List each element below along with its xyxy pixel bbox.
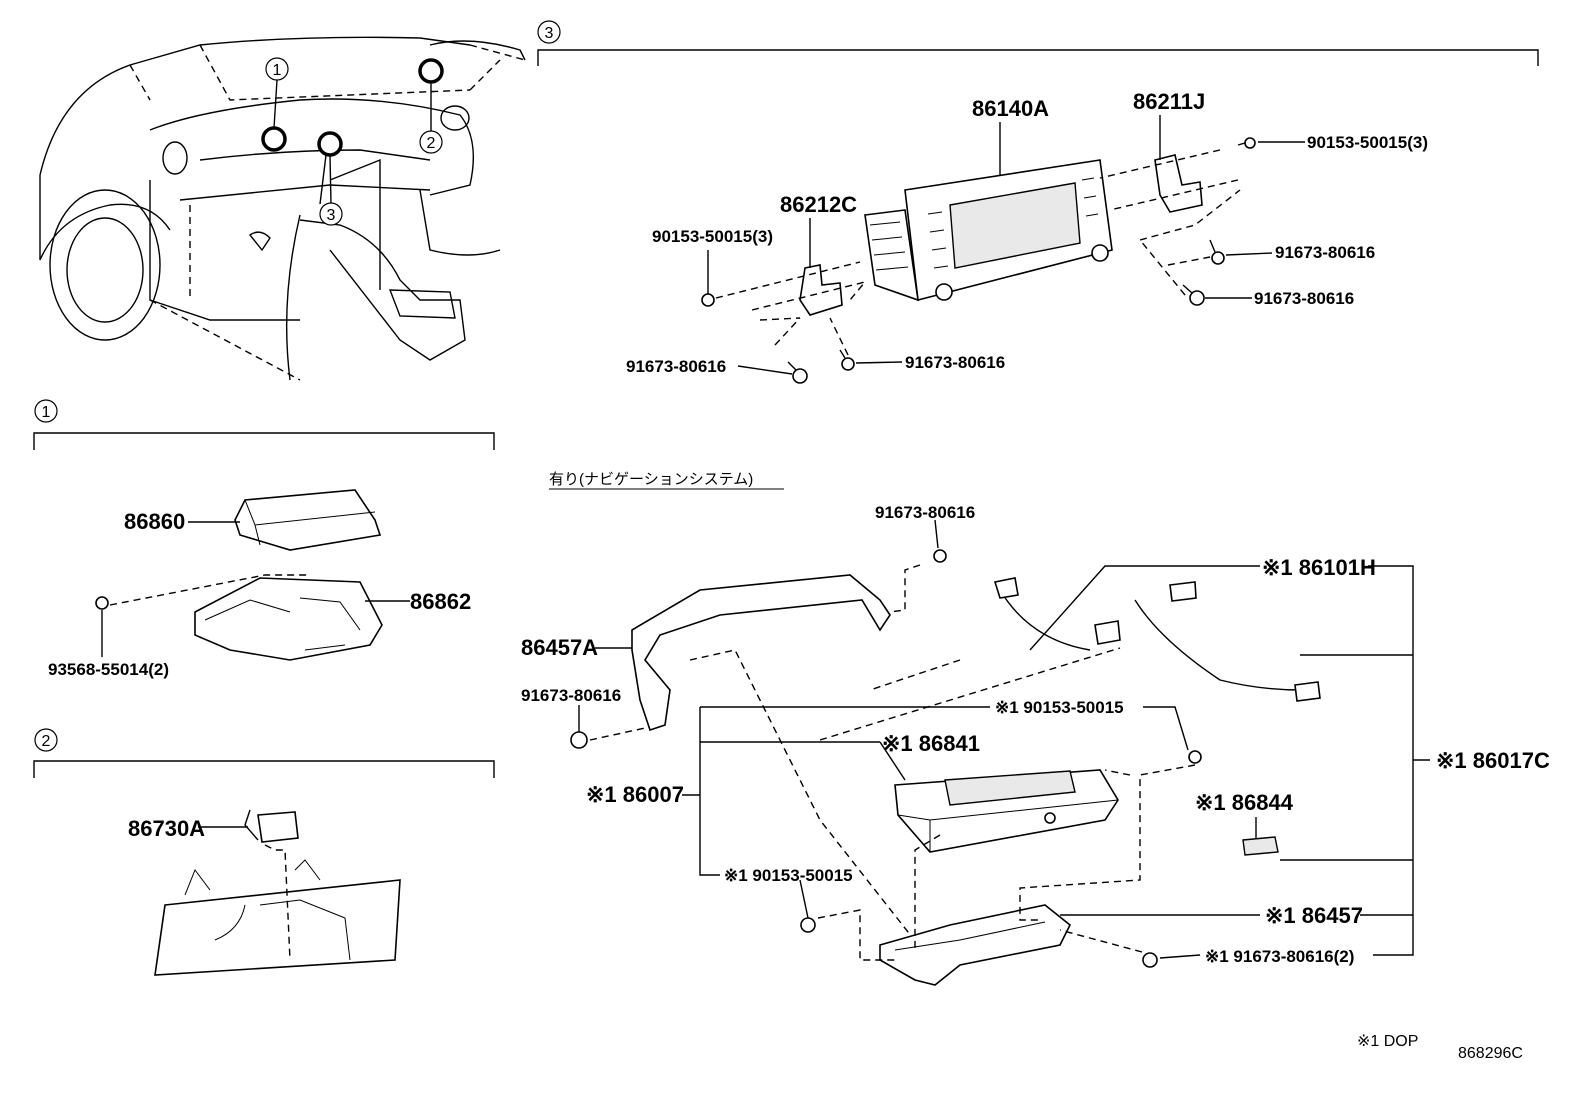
label-93568-55014-2: 93568-55014(2) — [48, 660, 169, 679]
display-knob-left — [935, 283, 953, 301]
label-91673-80616-2: ※1 91673-80616(2) — [1205, 947, 1354, 966]
section-marker-2 — [34, 728, 58, 752]
section-2-bracket — [33, 760, 495, 778]
label-91673-80616-right-2: 91673-80616 — [1254, 289, 1354, 308]
microphone-86730a — [257, 811, 299, 843]
section-3-display-assembly — [701, 115, 1305, 384]
location-marker-2 — [418, 58, 444, 84]
footnote-dop: ※1 DOP — [1357, 1033, 1418, 1050]
navigation-heading: 有り(ナビゲーションシステム) — [549, 471, 753, 488]
navigation-labels: 91673-80616 86457A 91673-80616 ※1 86101H… — [521, 503, 1550, 966]
label-91673-80616-bottom-left: 91673-80616 — [626, 357, 726, 376]
cable-upper — [999, 589, 1091, 651]
location-marker-1 — [261, 126, 287, 152]
display-knob-right — [1091, 244, 1109, 262]
bracket-86457 — [879, 904, 1072, 986]
bolt-93568 — [95, 596, 109, 610]
section-2-labels: 86730A — [128, 816, 205, 841]
label-86844: ※1 86844 — [1195, 790, 1294, 815]
overview-callout-1-text: 1 — [273, 62, 282, 79]
label-91673-80616-navi-top: 91673-80616 — [875, 503, 975, 522]
overview-callout-2 — [419, 130, 443, 154]
label-86101h: ※1 86101H — [1262, 555, 1376, 580]
label-86211j: 86211J — [1133, 89, 1205, 114]
overview-callout-3 — [319, 202, 343, 226]
overview-callout-2-text: 2 — [427, 135, 436, 152]
section-marker-1 — [34, 399, 58, 423]
diagram-code: 868296C — [1458, 1045, 1523, 1062]
section-1-labels: 86860 86862 93568-55014(2) — [48, 509, 471, 679]
label-91673-80616-bottom-mid: 91673-80616 — [905, 353, 1005, 372]
label-86140a: 86140A — [972, 96, 1049, 121]
section-marker-2-text: 2 — [42, 733, 51, 750]
section-3-bolts — [701, 137, 1256, 384]
bracket-86211j — [1154, 154, 1203, 213]
location-marker-3 — [317, 131, 343, 157]
bracket-86862 — [194, 577, 383, 661]
label-90153-50015-3-right: 90153-50015(3) — [1307, 133, 1428, 152]
section-3-leaders — [707, 141, 1305, 375]
label-86007: ※1 86007 — [586, 782, 684, 807]
display-buttons — [927, 177, 1099, 269]
label-86730a: 86730A — [128, 816, 205, 841]
label-86862: 86862 — [410, 589, 471, 614]
section-brackets — [33, 49, 1539, 778]
label-90153-50015-navi-lower: ※1 90153-50015 — [724, 866, 853, 885]
section-3-bracket — [537, 49, 1539, 66]
overview-callout-1 — [265, 57, 289, 81]
sensor-86860 — [234, 489, 382, 551]
dashboard-overview-illustration — [39, 36, 526, 381]
section-markers: 3 1 2 — [34, 20, 561, 752]
label-90153-50015-3-left: 90153-50015(3) — [652, 227, 773, 246]
label-86212c: 86212C — [780, 192, 857, 217]
label-86457: ※1 86457 — [1265, 903, 1363, 928]
section-1-airbag-sensor — [95, 489, 410, 661]
label-sticker-86844 — [1242, 836, 1279, 856]
label-86860: 86860 — [124, 509, 185, 534]
bracket-86457a — [631, 574, 891, 732]
section-marker-3 — [537, 20, 561, 44]
cable-lower — [1134, 599, 1301, 691]
section-marker-1-text: 1 — [42, 404, 51, 421]
display-screen — [949, 182, 1081, 269]
section-3-labels: 86140A 86211J 86212C 90153-50015(3) 9015… — [626, 89, 1428, 376]
section-1-bracket — [33, 432, 495, 450]
label-90153-50015-navi-upper: ※1 90153-50015 — [995, 698, 1124, 717]
navigation-assembly: 有り(ナビゲーションシステム) — [549, 471, 1430, 986]
section-3-dashed-lines — [715, 149, 1241, 356]
section-2-microphone — [154, 809, 401, 976]
label-91673-80616-right-1: 91673-80616 — [1275, 243, 1375, 262]
navigation-leaders — [682, 565, 1430, 959]
overhead-console — [154, 879, 401, 976]
label-91673-80616-navi-left: 91673-80616 — [521, 686, 621, 705]
section-marker-3-text: 3 — [545, 25, 554, 42]
label-86457a: 86457A — [521, 635, 598, 660]
label-86017c: ※1 86017C — [1436, 748, 1550, 773]
bracket-86212c — [799, 264, 843, 316]
label-86841: ※1 86841 — [882, 731, 980, 756]
overview-callout-3-text: 3 — [327, 207, 336, 224]
overview-callouts: 1 2 3 — [265, 57, 443, 226]
